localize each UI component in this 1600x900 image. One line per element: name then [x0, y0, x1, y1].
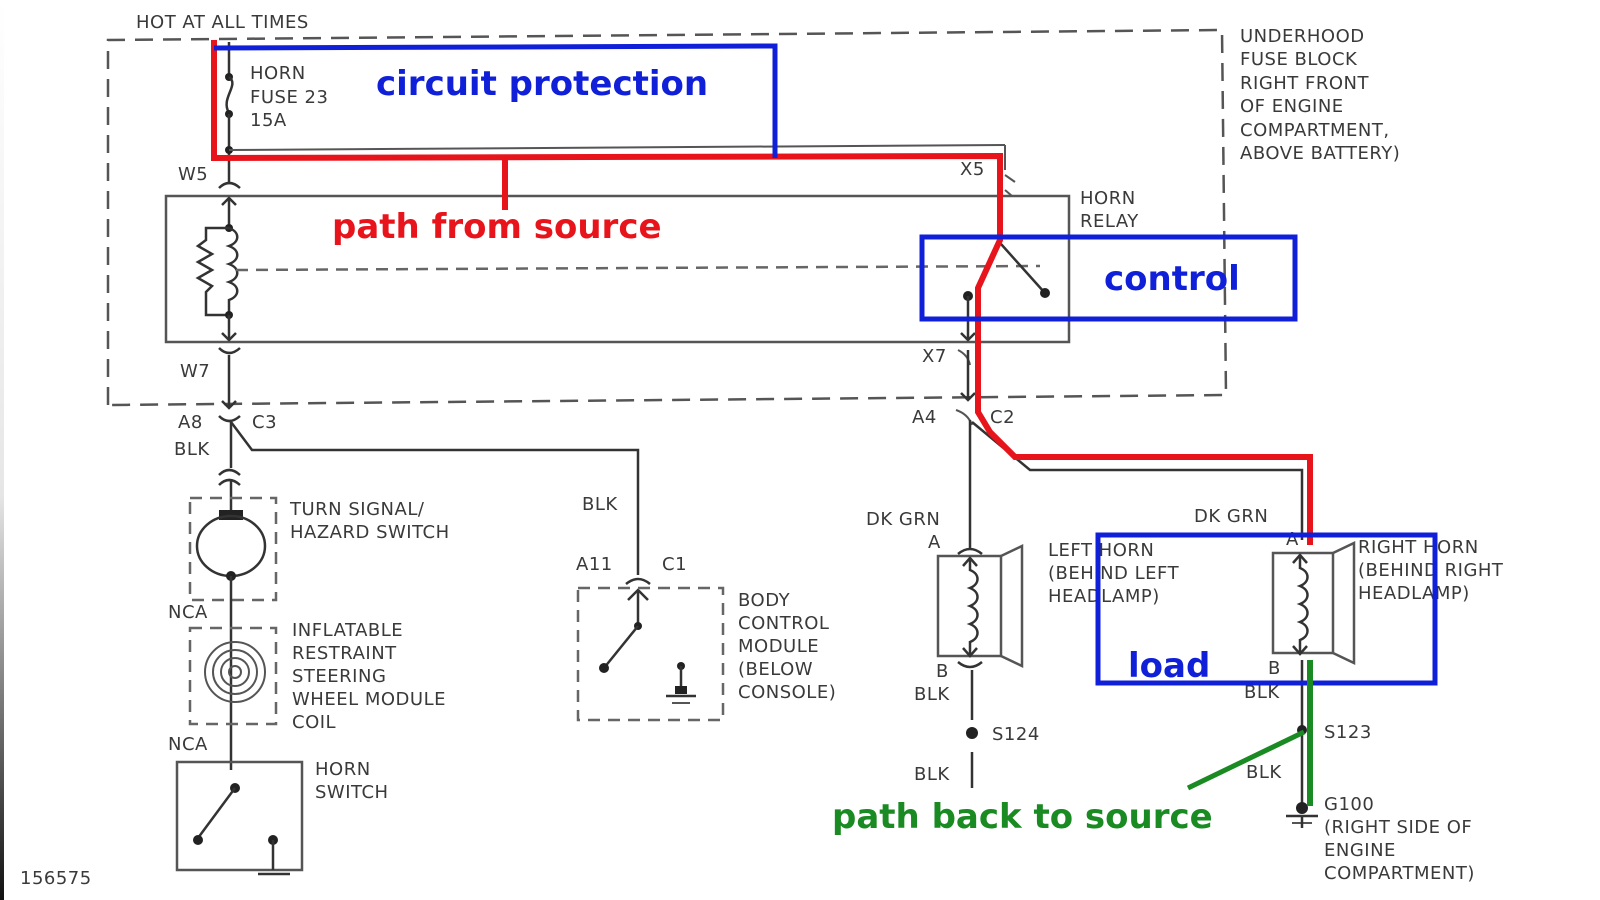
x5-label: X5 — [960, 159, 985, 180]
blk-left-2-label: BLK — [914, 764, 950, 785]
c1-connector-icon — [625, 577, 651, 585]
x7-label: X7 — [922, 346, 947, 367]
inflatable-restraint-label: INFLATABLE RESTRAINT STEERING WHEEL MODU… — [292, 620, 452, 733]
path-back-to-source-annotation: path back to source — [832, 797, 1213, 837]
fuse-label: HORN FUSE 23 15A — [250, 63, 335, 131]
turn-signal-switch-box — [188, 496, 278, 602]
g100-label: G100 (RIGHT SIDE OF ENGINE COMPARTMENT) — [1324, 794, 1478, 884]
horn-fuse-symbol — [225, 42, 1006, 182]
horn-relay-box — [164, 194, 1071, 344]
s124-label: S124 — [992, 724, 1040, 745]
a11-label: A11 — [576, 554, 613, 575]
c2-label: C2 — [990, 407, 1015, 428]
figure-number: 156575 — [20, 868, 92, 889]
circuit-protection-annotation: circuit protection — [376, 64, 708, 104]
blk-right-2-label: BLK — [1246, 762, 1282, 783]
left-horn-icon — [936, 544, 1024, 668]
right-horn-label: RIGHT HORN (BEHIND RIGHT HEADLAMP) — [1358, 537, 1510, 604]
relay-switch-arm — [1000, 243, 1045, 293]
fuse-block-boundary — [106, 28, 1228, 407]
inflatable-restraint-box — [188, 626, 278, 726]
fuse-block-label: UNDERHOOD FUSE BLOCK RIGHT FRONT OF ENGI… — [1240, 26, 1400, 164]
control-annotation: control — [1104, 259, 1240, 299]
hot-at-all-times-label: HOT AT ALL TIMES — [136, 12, 309, 33]
a4-label: A4 — [912, 407, 937, 428]
circuit-protection-box — [213, 43, 778, 158]
c1-label: C1 — [662, 554, 687, 575]
blk-label-a8: BLK — [174, 439, 210, 460]
a-right-label: A — [1286, 529, 1299, 550]
blk-left-label: BLK — [914, 684, 950, 705]
bcm-ground-icon — [675, 686, 687, 694]
w7-connector-icon — [218, 347, 241, 355]
load-box — [1095, 532, 1438, 686]
path-from-source-trace — [211, 40, 1313, 545]
nca-label-1: NCA — [168, 602, 208, 623]
control-box — [919, 234, 1298, 322]
dk-grn-right-label: DK GRN — [1194, 506, 1268, 527]
x5-connector-icon — [1004, 174, 1016, 183]
left-edge-shadow — [0, 0, 4, 900]
horn-switch-box — [175, 760, 304, 872]
path-back-to-source-pointer — [1186, 729, 1306, 791]
a8-label: A8 — [178, 412, 203, 433]
horn-switch-label: HORN SWITCH — [315, 759, 389, 803]
relay-actuator-line — [235, 264, 1041, 272]
w5-label: W5 — [178, 164, 208, 185]
s124-splice-icon — [966, 727, 978, 739]
blk-label-bcm: BLK — [582, 494, 618, 515]
dk-grn-left-label: DK GRN — [866, 509, 940, 530]
w5-connector-icon — [218, 181, 241, 189]
a-left-label: A — [928, 532, 941, 553]
relay-coil-icon — [195, 196, 239, 342]
load-annotation: load — [1128, 646, 1210, 686]
path-from-source-annotation: path from source — [332, 207, 662, 247]
left-horn-label: LEFT HORN (BEHIND LEFT HEADLAMP) — [1048, 540, 1185, 607]
blk-right-label: BLK — [1244, 682, 1280, 703]
b-right-label: B — [1268, 658, 1281, 679]
right-horn-icon — [1271, 541, 1356, 665]
c3-connector-icon — [218, 415, 241, 423]
bcm-box — [576, 586, 725, 722]
c3-label: C3 — [252, 412, 277, 433]
s123-label: S123 — [1324, 722, 1372, 743]
b-left-label: B — [936, 661, 949, 682]
w7-label: W7 — [180, 361, 210, 382]
turn-signal-label: TURN SIGNAL/ HAZARD SWITCH — [289, 499, 450, 543]
bcm-label: BODY CONTROL MODULE (BELOW CONSOLE) — [738, 590, 836, 703]
g100-ground-icon — [1286, 802, 1318, 828]
clockspring-coil-icon — [204, 641, 266, 703]
horn-relay-label: HORN RELAY — [1080, 188, 1142, 232]
turn-signal-ring-icon — [195, 514, 267, 578]
nca-label-2: NCA — [168, 734, 208, 755]
